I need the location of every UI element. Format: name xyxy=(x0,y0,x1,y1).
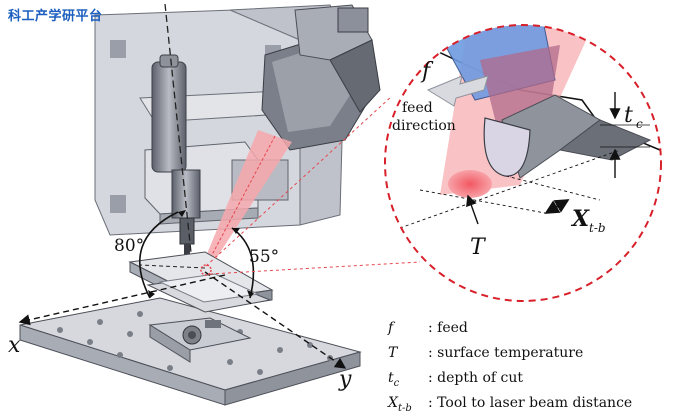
surface-temperature-spot xyxy=(448,170,492,198)
legend-description: : feed xyxy=(428,320,468,336)
label-feed: feed xyxy=(402,100,433,116)
legend-description: : surface temperature xyxy=(428,344,584,361)
legend-symbol: Xt-b xyxy=(388,395,412,415)
angle-arc-80 xyxy=(139,211,179,299)
x-axis-label: x xyxy=(8,333,21,358)
legend-row: tc : depth of cut xyxy=(388,368,632,394)
label-tc-sub: c xyxy=(636,117,643,131)
legend-row: Xt-b : Tool to laser beam distance xyxy=(388,393,632,419)
legend-symbol: T xyxy=(388,344,398,361)
legend-row: f : feed xyxy=(388,318,632,343)
legend-symbol: f xyxy=(388,320,394,336)
machine-assembly xyxy=(94,3,381,269)
axes: x y xyxy=(8,271,352,392)
legend-row: T : surface temperature xyxy=(388,343,632,368)
legend: f : feed T : surface temperature tc : de… xyxy=(388,318,632,419)
feed-direction-arrow xyxy=(426,75,489,107)
laser-assisted-machining-diagram: x y 80° 55° xyxy=(8,3,662,406)
watermark-text: 科工产学研平台 xyxy=(8,9,103,24)
machine-table xyxy=(19,251,362,406)
y-axis-label: y xyxy=(338,367,352,392)
legend-description: : depth of cut xyxy=(428,369,524,386)
angle-label-80: 80° xyxy=(114,236,144,256)
zoom-detail: f feed direction t c T X t-b xyxy=(384,24,662,302)
label-X: X xyxy=(570,206,590,232)
zoom-connector-bottom xyxy=(209,261,421,275)
label-X-sub: t-b xyxy=(589,221,606,235)
angle-arc-55 xyxy=(231,227,255,299)
tool-nose xyxy=(483,117,531,177)
angle-label-55: 55° xyxy=(249,247,279,267)
label-T: T xyxy=(470,235,487,260)
legend-description: : Tool to laser beam distance xyxy=(428,395,633,412)
label-tc: t xyxy=(624,103,633,128)
legend-symbol: tc xyxy=(388,369,400,389)
x-axis-line xyxy=(18,274,226,326)
zoom-circle-border xyxy=(384,24,662,302)
laser-spot xyxy=(200,264,212,276)
label-direction: direction xyxy=(392,118,456,134)
y-axis-line xyxy=(204,271,347,369)
diagram-stage: x y 80° 55° xyxy=(8,3,662,414)
angle-annotations: 80° 55° xyxy=(114,210,279,299)
